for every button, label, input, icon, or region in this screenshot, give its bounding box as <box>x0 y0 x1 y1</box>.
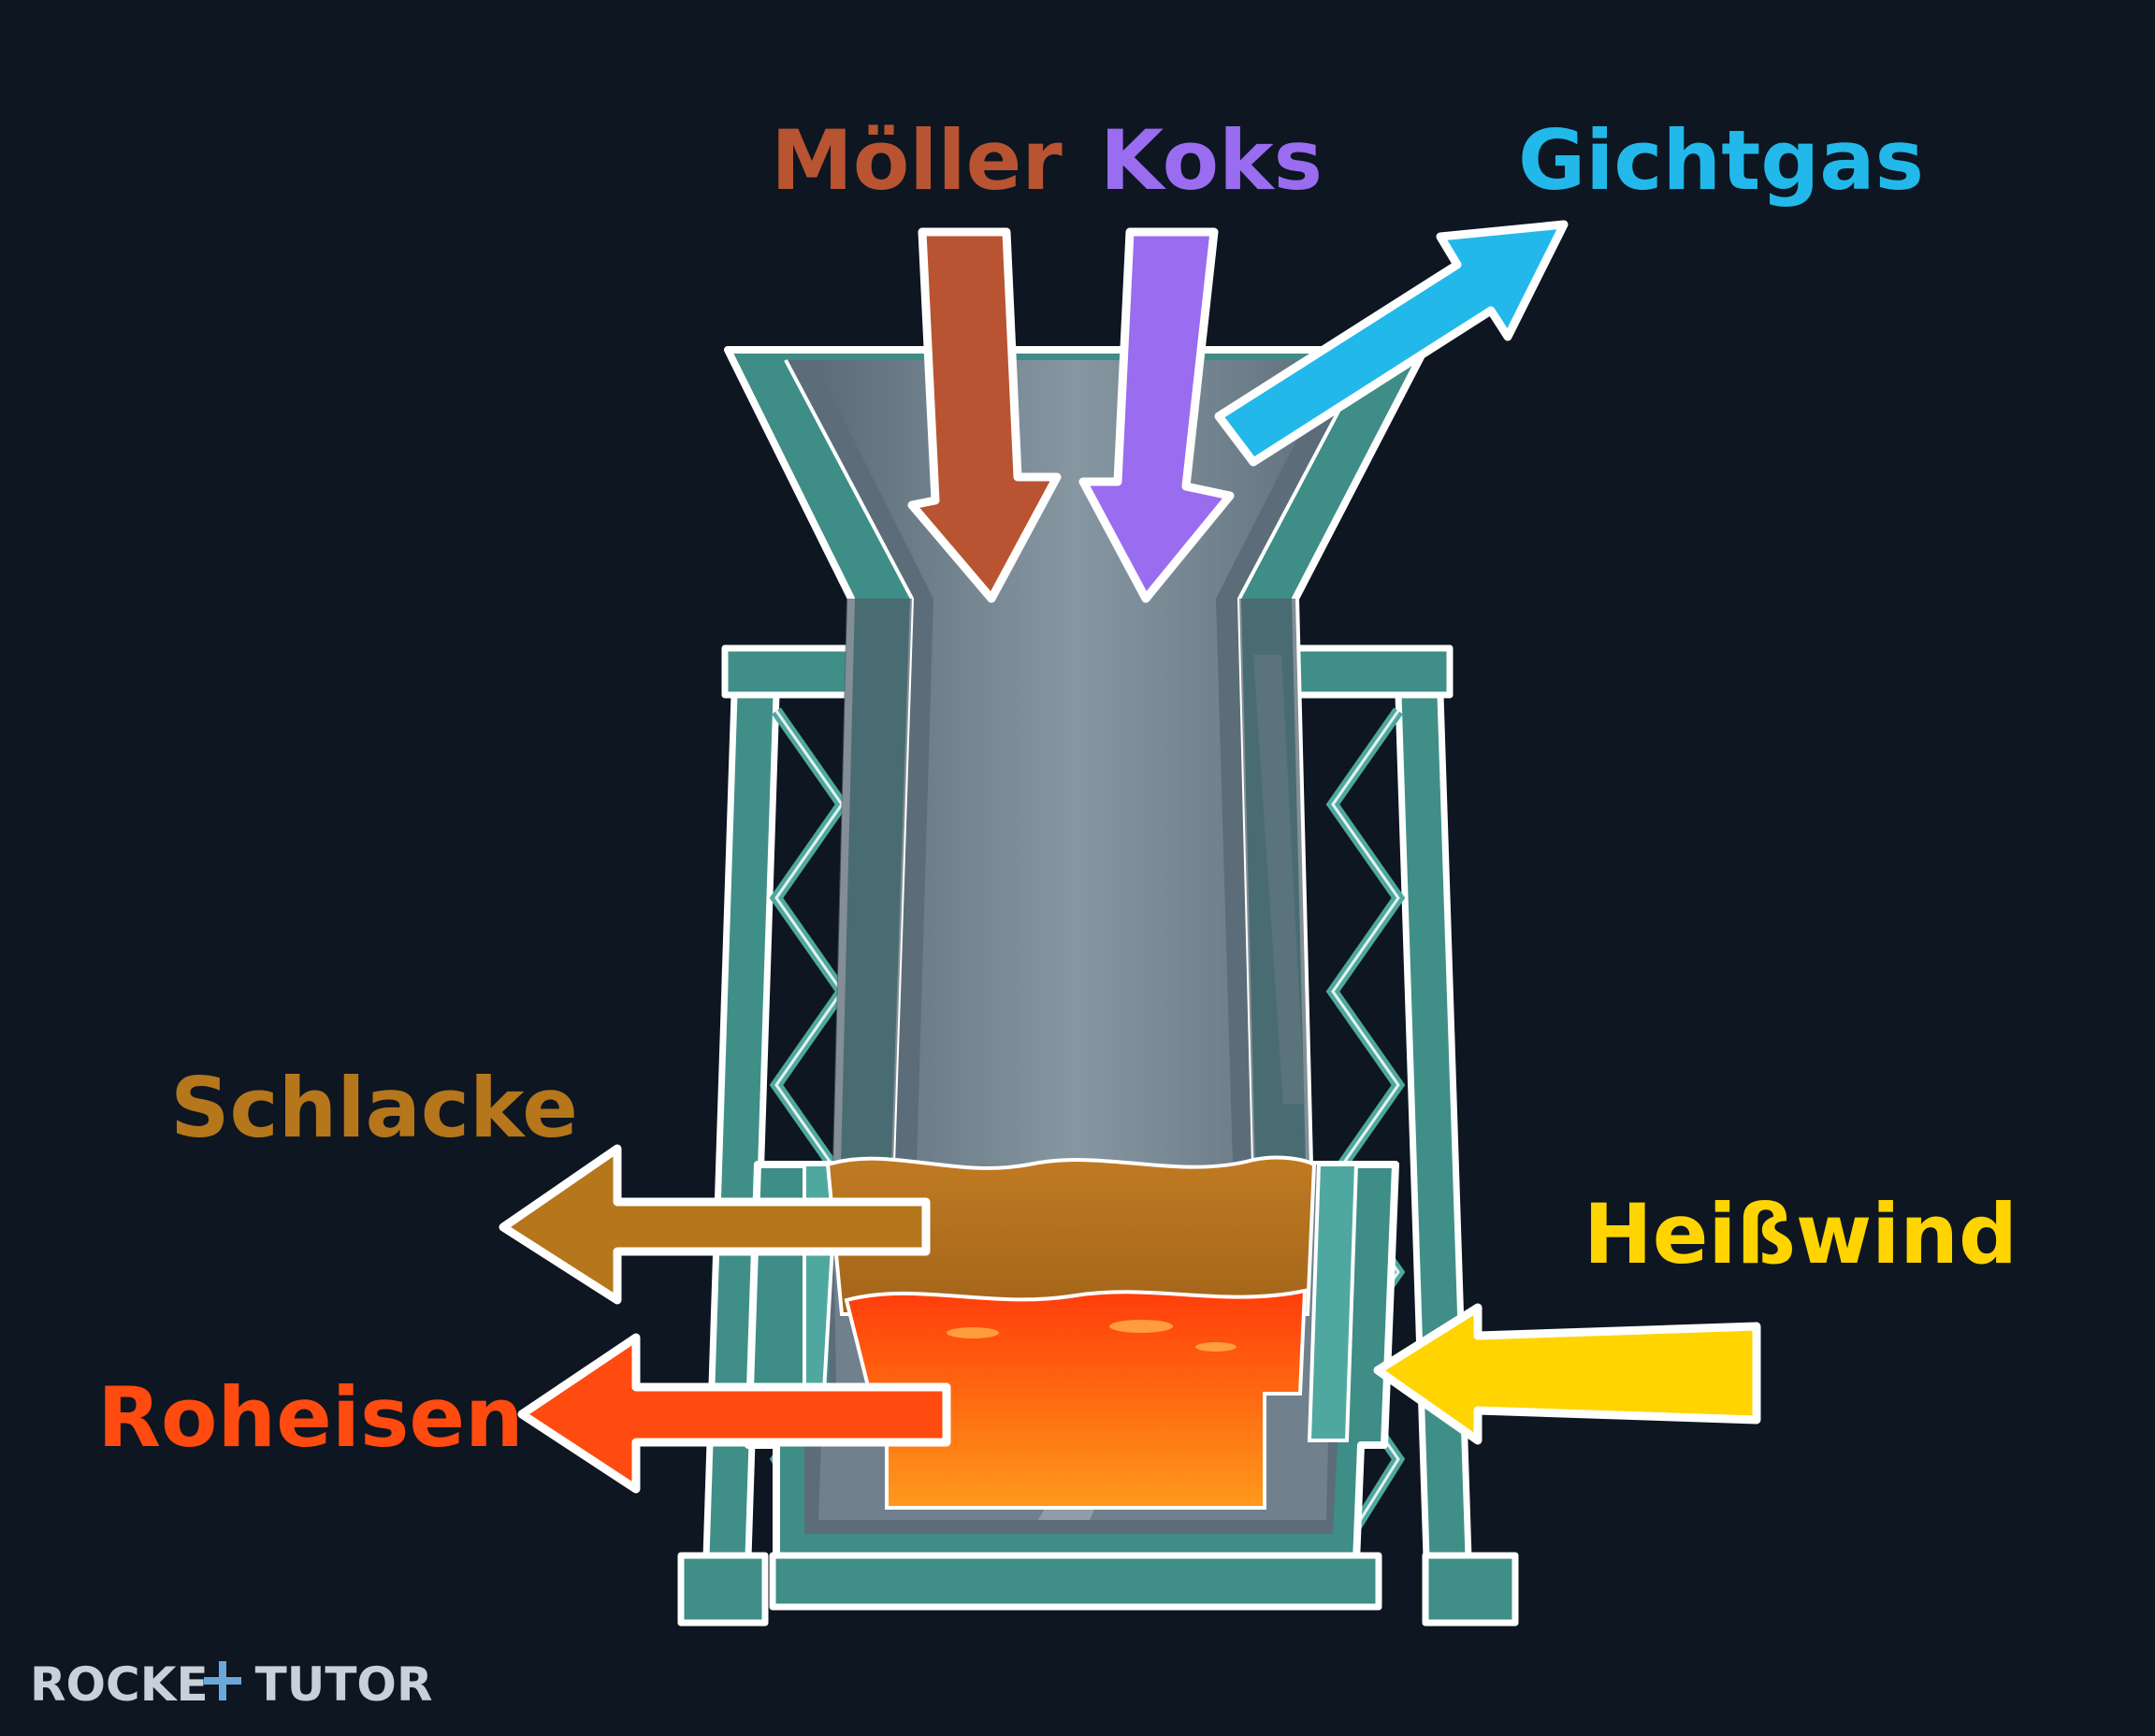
label-moeller: Möller <box>771 112 1063 209</box>
right-top-beam <box>1287 644 1454 699</box>
label-koks: Koks <box>1100 112 1323 209</box>
iron-highlights <box>947 1320 1237 1352</box>
moeller-arrow-icon <box>907 227 1062 603</box>
label-heisswind: Heißwind <box>1584 1186 2018 1282</box>
heisswind-arrow-icon <box>1373 1303 1761 1445</box>
logo-part-tuto: TUTO <box>255 1657 397 1712</box>
label-schlacke: Schlacke <box>170 1060 578 1156</box>
koks-arrow-icon <box>1078 227 1235 603</box>
rockettutor-logo: ROCKE TUTOR <box>30 1657 432 1712</box>
molten-iron <box>844 1288 1308 1510</box>
base-beams <box>677 1552 1519 1627</box>
roheisen-arrow-icon <box>517 1333 951 1494</box>
label-roheisen: Roheisen <box>97 1369 523 1466</box>
gichtgas-arrow-icon <box>1214 220 1569 467</box>
logo-part-r: R <box>397 1657 433 1712</box>
label-gichtgas: Gichtgas <box>1518 112 1924 209</box>
logo-part-rocke: ROCKE <box>30 1657 209 1712</box>
slag-layer <box>825 1155 1317 1316</box>
schlacke-arrow-icon <box>499 1144 931 1305</box>
logo-plus-icon <box>204 1661 241 1700</box>
